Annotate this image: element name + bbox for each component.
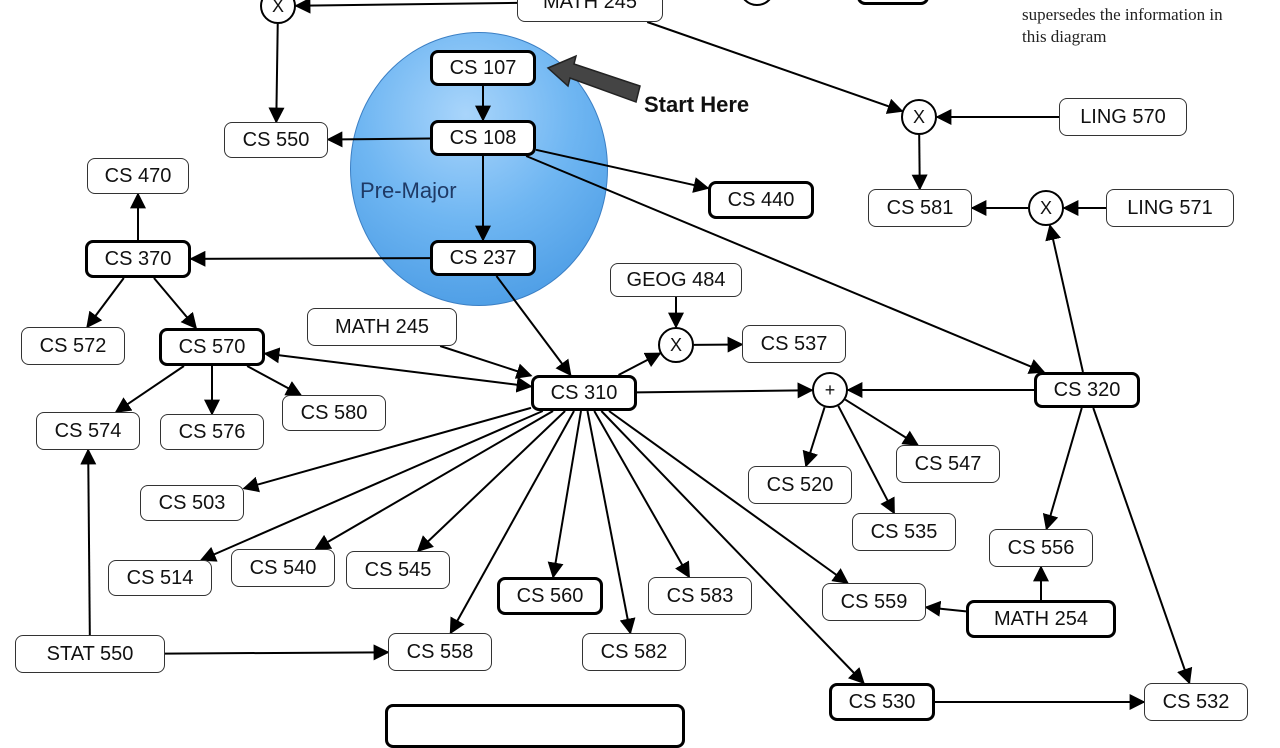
edge-cs570-to-cs574 (116, 366, 184, 412)
edge-cs370-to-cs570 (154, 278, 196, 328)
edge-cs310-to-x_geog (619, 353, 661, 375)
edge-stat550-to-cs558 (165, 652, 388, 653)
edge-plus320-to-cs520 (806, 407, 825, 466)
course-math245-top[interactable]: MATH 245 (517, 0, 663, 22)
course-cs107[interactable]: CS 107 (430, 50, 536, 86)
course-cs108[interactable]: CS 108 (430, 120, 536, 156)
course-cs537[interactable]: CS 537 (742, 325, 846, 363)
edge-cs310-to-cs583 (594, 411, 689, 577)
start-here-arrow-icon (548, 56, 640, 102)
note-line-1: supersedes the information in (1022, 4, 1272, 26)
edge-math245a-to-x_top (296, 3, 517, 6)
course-cs547[interactable]: CS 547 (896, 445, 1000, 483)
course-cs320[interactable]: CS 320 (1034, 372, 1140, 408)
edge-x_top-to-cs550 (276, 24, 277, 122)
course-cs237[interactable]: CS 237 (430, 240, 536, 276)
note-text: supersedes the information in this diagr… (1022, 4, 1272, 48)
course-cs576[interactable]: CS 576 (160, 414, 264, 450)
course-cs574[interactable]: CS 574 (36, 412, 140, 450)
edge-x_ling570-to-cs581 (919, 135, 920, 189)
edge-cs108-to-cs440 (536, 150, 708, 188)
course-cs550[interactable]: CS 550 (224, 122, 328, 158)
edge-cs237-to-cs370 (191, 258, 430, 259)
edge-stat550-to-cs574 (88, 450, 90, 635)
course-cs581[interactable]: CS 581 (868, 189, 972, 227)
course-math254[interactable]: MATH 254 (966, 600, 1116, 638)
edge-cs310-to-cs545 (418, 411, 565, 551)
edge-cs310-to-cs540 (316, 411, 553, 549)
course-cs570[interactable]: CS 570 (159, 328, 265, 366)
or-operator-cs320: + (812, 372, 848, 408)
course-cs532[interactable]: CS 532 (1144, 683, 1248, 721)
and-operator-ling570: X (901, 99, 937, 135)
edge-cs310-to-cs570 (265, 354, 531, 387)
course-cs503[interactable]: CS 503 (140, 485, 244, 521)
edge-cs370-to-cs572 (87, 278, 124, 327)
course-cs470[interactable]: CS 470 (87, 158, 189, 194)
course-ling570[interactable]: LING 570 (1059, 98, 1187, 136)
and-operator-ling571: X (1028, 190, 1064, 226)
course-cs582[interactable]: CS 582 (582, 633, 686, 671)
note-line-2: this diagram (1022, 26, 1272, 48)
edge-cs237-to-cs310 (496, 276, 570, 375)
course-cs545[interactable]: CS 545 (346, 551, 450, 589)
course-cs440[interactable]: CS 440 (708, 181, 814, 219)
course-math245[interactable]: MATH 245 (307, 308, 457, 346)
course-stat550[interactable]: STAT 550 (15, 635, 165, 673)
course-cs558[interactable]: CS 558 (388, 633, 492, 671)
course-top-right-partial[interactable] (857, 0, 929, 5)
and-operator-geog484: X (658, 327, 694, 363)
edge-math254-to-cs559 (926, 607, 966, 611)
course-geog484[interactable]: GEOG 484 (610, 263, 742, 297)
course-cs556[interactable]: CS 556 (989, 529, 1093, 567)
course-bottom-partial[interactable] (385, 704, 685, 748)
course-cs583[interactable]: CS 583 (648, 577, 752, 615)
edge-cs310-to-cs560 (553, 411, 581, 577)
course-cs560[interactable]: CS 560 (497, 577, 603, 615)
course-cs580[interactable]: CS 580 (282, 395, 386, 431)
edge-cs570-to-cs580 (247, 366, 301, 395)
edge-math245b-to-cs310 (440, 346, 531, 376)
course-cs514[interactable]: CS 514 (108, 560, 212, 596)
course-cs520[interactable]: CS 520 (748, 466, 852, 504)
course-cs540[interactable]: CS 540 (231, 549, 335, 587)
course-cs370[interactable]: CS 370 (85, 240, 191, 278)
edge-cs320-to-x_ling571 (1050, 226, 1083, 372)
course-cs572[interactable]: CS 572 (21, 327, 125, 365)
course-cs535[interactable]: CS 535 (852, 513, 956, 551)
edge-cs108-to-cs550 (328, 139, 430, 140)
edge-cs320-to-cs532 (1093, 408, 1189, 683)
start-here-label: Start Here (644, 92, 749, 118)
edge-cs310-to-plus320 (637, 390, 812, 392)
course-cs310[interactable]: CS 310 (531, 375, 637, 411)
course-ling571[interactable]: LING 571 (1106, 189, 1234, 227)
course-cs530[interactable]: CS 530 (829, 683, 935, 721)
course-cs559[interactable]: CS 559 (822, 583, 926, 621)
edge-cs320-to-cs556 (1047, 408, 1082, 529)
